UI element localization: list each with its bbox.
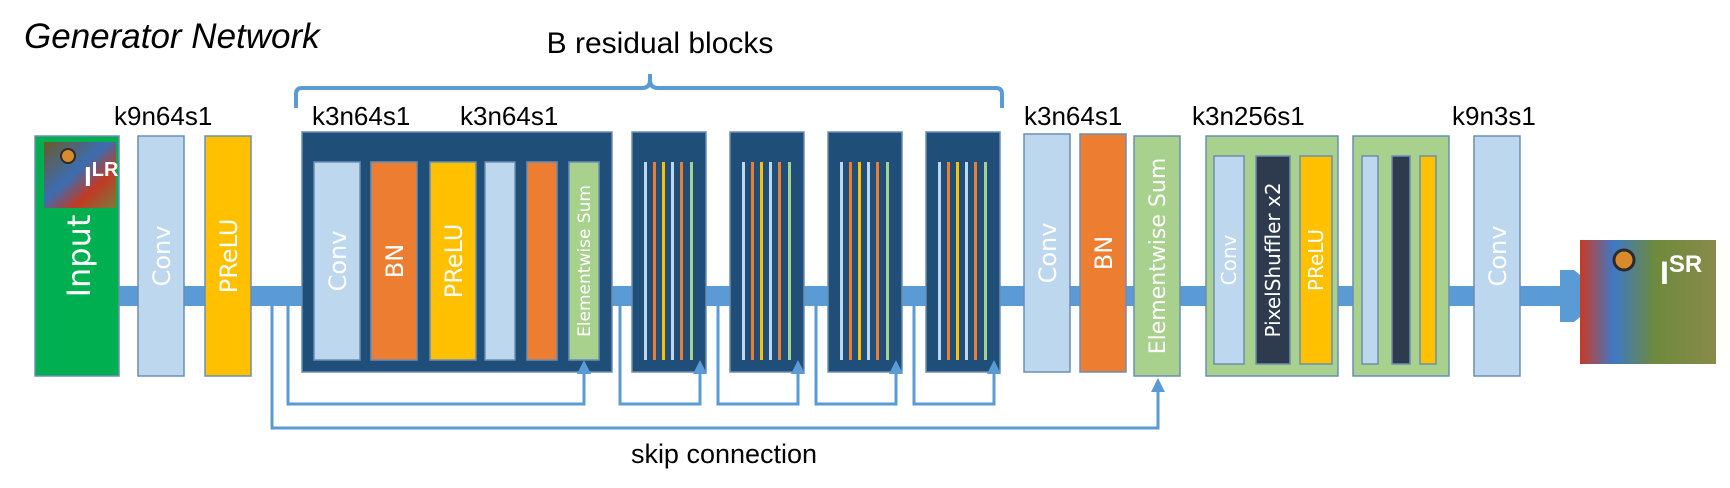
rb2-stripe-prelu — [662, 162, 665, 360]
outer-elementwise-sum-block — [1133, 135, 1181, 377]
diagram-title: Generator Network — [24, 17, 321, 56]
rb2-stripe-bn1 — [653, 162, 656, 360]
kernel-label-res-conv2: k3n64s1 — [460, 101, 558, 131]
kernel-label-conv-out: k9n3s1 — [1452, 101, 1536, 131]
rb4-stripe-bn2 — [876, 162, 879, 360]
up1-prelu-label: PReLU — [1304, 229, 1328, 291]
rb2-stripe-conv2 — [671, 162, 674, 360]
res-elementwise-sum-block — [568, 161, 600, 361]
up1-conv-label: Conv — [1217, 234, 1241, 285]
output-sr-label-main: I — [1660, 255, 1669, 291]
residual-brace — [294, 74, 1004, 108]
input-lr-eye — [60, 148, 76, 164]
rb5-stripe-conv2 — [965, 162, 968, 360]
conv-in-label: Conv — [148, 226, 176, 287]
rb3-stripe-sum — [788, 162, 791, 360]
rb4-skip-line — [814, 306, 898, 406]
rb3-stripe-conv1 — [742, 162, 745, 360]
residual-block-4 — [827, 131, 903, 373]
conv-in-block — [137, 135, 185, 377]
residual-block-3 — [729, 131, 805, 373]
rb1-skip-line — [286, 306, 586, 406]
res-bn1-label: BN — [381, 244, 409, 278]
rb4-skip-arrowhead — [889, 360, 903, 374]
input-lr-image — [44, 142, 116, 208]
rb3-stripe-prelu — [760, 162, 763, 360]
prelu-in-label: PReLU — [215, 219, 243, 294]
rb3-stripe-bn2 — [778, 162, 781, 360]
post-conv-block — [1023, 133, 1071, 373]
up1-pixelshuffler-label: PixelShuffler x2 — [1261, 182, 1285, 337]
rb4-stripe-conv1 — [840, 162, 843, 360]
res-conv1-label: Conv — [324, 231, 352, 292]
rb4-stripe-bn1 — [849, 162, 852, 360]
post-conv-label: Conv — [1034, 223, 1062, 284]
rb5-skip-arrowhead — [987, 360, 1001, 374]
post-bn-label: BN — [1090, 236, 1118, 270]
up2-prelu-block — [1419, 155, 1437, 365]
rb2-stripe-conv1 — [644, 162, 647, 360]
outer-skip-arrowhead — [1151, 378, 1165, 392]
prelu-in-block — [204, 135, 252, 377]
res-prelu-block — [429, 161, 477, 361]
rb5-skip-line — [912, 306, 996, 406]
conv-out-block — [1473, 135, 1521, 377]
residual-block-5 — [925, 131, 1001, 373]
rb2-skip-arrowhead — [693, 360, 707, 374]
res-bn1-block — [370, 161, 418, 361]
output-sr-label-sup: SR — [1669, 251, 1702, 278]
rb3-stripe-conv2 — [769, 162, 772, 360]
input-lr-label-main: I — [84, 161, 92, 192]
residual-skip-connections — [270, 306, 1160, 430]
output-sr-eye — [1612, 248, 1636, 272]
skip-connection-label: skip connection — [631, 439, 817, 469]
res-elementwise-sum-label: Elementwise Sum — [575, 185, 595, 337]
rb1-skip-arrowhead — [577, 360, 591, 374]
outer-skip-line — [270, 306, 1160, 430]
kernel-label-post-conv: k3n64s1 — [1024, 101, 1122, 131]
res-prelu-label: PReLU — [440, 224, 468, 299]
residual-block-2 — [631, 131, 707, 373]
rb2-stripe-sum — [690, 162, 693, 360]
input-lr-label: ILR — [84, 159, 119, 192]
rb4-stripe-prelu — [858, 162, 861, 360]
up1-prelu-block — [1299, 155, 1333, 365]
rb2-skip-line — [618, 306, 702, 406]
conv-out-label: Conv — [1484, 226, 1512, 287]
rb2-stripe-bn2 — [680, 162, 683, 360]
rb3-stripe-bn1 — [751, 162, 754, 360]
brace-label: B residual blocks — [547, 27, 774, 60]
res-conv2-block — [484, 161, 516, 361]
kernel-label-conv-in: k9n64s1 — [114, 101, 212, 131]
rb3-skip-line — [716, 306, 800, 406]
input-label: Input — [60, 215, 98, 298]
res-conv1-block — [313, 161, 361, 361]
skip-arrowheads — [577, 360, 1165, 392]
up1-conv-block — [1213, 155, 1245, 365]
rb4-stripe-sum — [886, 162, 889, 360]
up2-conv-block — [1361, 155, 1379, 365]
rb5-stripe-prelu — [956, 162, 959, 360]
rb5-stripe-bn2 — [974, 162, 977, 360]
rb5-stripe-bn1 — [947, 162, 950, 360]
rb5-stripe-sum — [984, 162, 987, 360]
output-sr-image — [1580, 240, 1716, 364]
up2-pixelshuffler-block — [1391, 155, 1411, 365]
rb4-stripe-conv2 — [867, 162, 870, 360]
kernel-label-upsample: k3n256s1 — [1192, 101, 1305, 131]
post-bn-block — [1079, 133, 1127, 373]
res-bn2-block — [526, 161, 558, 361]
up1-pixelshuffler-block — [1255, 155, 1291, 365]
kernel-label-res-conv1: k3n64s1 — [312, 101, 410, 131]
outer-elementwise-sum-label: Elementwise Sum — [1146, 158, 1171, 355]
output-sr-label: ISR — [1660, 251, 1702, 291]
rb5-stripe-conv1 — [938, 162, 941, 360]
rb3-skip-arrowhead — [791, 360, 805, 374]
input-lr-label-sup: LR — [92, 159, 119, 181]
